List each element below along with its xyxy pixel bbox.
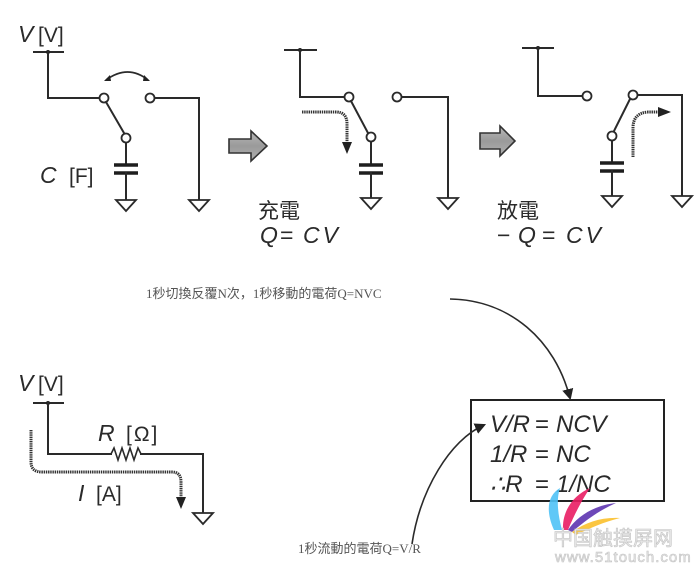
resistor-icon <box>110 445 142 463</box>
panel-charging: 充電 Q = CV <box>258 48 461 248</box>
discharge-eq-q: Q <box>518 222 536 248</box>
charge-title: 充電 <box>258 200 300 223</box>
discharge-title: 放電 <box>497 200 539 223</box>
equation-frame <box>470 399 665 502</box>
watermark-url: www.51touch.com <box>554 549 692 566</box>
wire-source-to-switch <box>537 47 584 97</box>
current-flow <box>29 430 183 498</box>
resistance-symbol: R <box>98 420 115 446</box>
resistor-source-unit: [V] <box>38 373 64 396</box>
wire-to-ground-right <box>154 97 200 201</box>
switch-blade <box>349 99 370 135</box>
discharge-eq-rhs: CV <box>566 222 604 248</box>
equation-line: ∴R = 1/NC <box>490 471 611 498</box>
toggle-arrowhead-right <box>143 75 150 81</box>
equation-equals: = <box>535 471 549 498</box>
callout-arrow-top <box>449 298 574 401</box>
wire-to-ground-right <box>401 96 449 199</box>
flow-arrowhead-right-icon <box>658 107 671 117</box>
watermark-feather-icon <box>572 517 620 535</box>
switch-common-contact <box>365 131 377 143</box>
switch-common-contact <box>120 132 132 144</box>
ground-icon <box>358 197 384 211</box>
step-arrow-icon <box>228 129 269 163</box>
watermark: 中国触摸屏网 www.51touch.com <box>548 488 692 566</box>
ground-icon <box>435 197 461 211</box>
note-switching-charge: 1秒切換反覆N次，1秒移動的電荷Q=NVC <box>146 286 382 301</box>
ground-icon <box>669 195 695 209</box>
source-voltage-unit: [V] <box>38 24 64 47</box>
ground-icon <box>113 199 139 213</box>
equation-rhs: NCV <box>556 411 609 438</box>
capacitance-symbol: C <box>40 162 57 188</box>
source-voltage-symbol: V <box>18 21 36 47</box>
switch-contact-right <box>144 92 156 104</box>
charge-eq-equals: = <box>280 222 293 248</box>
wire-resistor-to-ground <box>140 453 204 514</box>
equation-equals: = <box>535 441 549 468</box>
panel-resistor: V [V] R [Ω] I [A] <box>18 370 216 526</box>
equation-lhs: 1/R <box>490 441 527 468</box>
wire-source-to-resistor <box>47 402 112 455</box>
capacitance-unit: [F] <box>69 165 94 188</box>
ground-icon <box>599 195 625 209</box>
panel-switch-idle: V [V] C [F] <box>18 21 212 213</box>
flow-arrowhead-down-icon <box>342 142 352 154</box>
ground-icon <box>190 512 216 526</box>
flow-arrowhead-down-icon <box>176 497 186 509</box>
equation-lhs: V/R <box>490 411 530 438</box>
discharge-eq-minus: − <box>497 222 510 248</box>
equation-line: 1/R = NC <box>490 441 591 468</box>
equation-rhs: NC <box>556 441 591 468</box>
equation-equals: = <box>535 411 549 438</box>
switch-contact-left <box>581 90 593 102</box>
equation-box: V/R = NCV 1/R = NC ∴R = 1/NC <box>470 399 665 502</box>
switch-blade <box>612 97 632 133</box>
step-arrow-icon <box>479 124 517 158</box>
equation-line: V/R = NCV <box>490 411 609 438</box>
watermark-feather-icon <box>568 503 616 532</box>
charge-eq-q: Q <box>260 222 278 248</box>
ground-icon <box>186 199 212 213</box>
resistor-source-symbol: V <box>18 370 36 396</box>
note-resistor-charge: 1秒流動的電荷Q=V/R <box>298 541 421 556</box>
switch-contact-left <box>98 92 110 104</box>
current-symbol: I <box>78 480 85 506</box>
callout-arrow-bottom <box>411 423 487 545</box>
switch-contact-left <box>343 91 355 103</box>
discharge-current-flow <box>631 110 660 157</box>
switch-common-contact <box>606 130 618 142</box>
wire-source-to-switch <box>47 51 101 99</box>
toggle-arc <box>105 71 149 81</box>
resistance-unit: [Ω] <box>126 423 159 446</box>
current-unit: [A] <box>96 483 122 506</box>
wire-source-to-switch <box>299 49 346 98</box>
switch-blade <box>104 100 126 135</box>
watermark-feather-icon <box>548 488 562 530</box>
watermark-feather-icon <box>562 488 590 530</box>
equation-lhs: ∴R <box>490 471 523 498</box>
charge-eq-rhs: CV <box>303 222 341 248</box>
wire-to-ground-right <box>637 94 683 197</box>
panel-discharging: 放電 − Q = CV <box>497 46 695 248</box>
toggle-arrowhead-left <box>104 75 111 81</box>
discharge-eq-equals: = <box>542 222 555 248</box>
charge-current-flow <box>302 110 349 143</box>
switch-contact-right <box>391 91 403 103</box>
watermark-title: 中国触摸屏网 <box>553 527 673 550</box>
